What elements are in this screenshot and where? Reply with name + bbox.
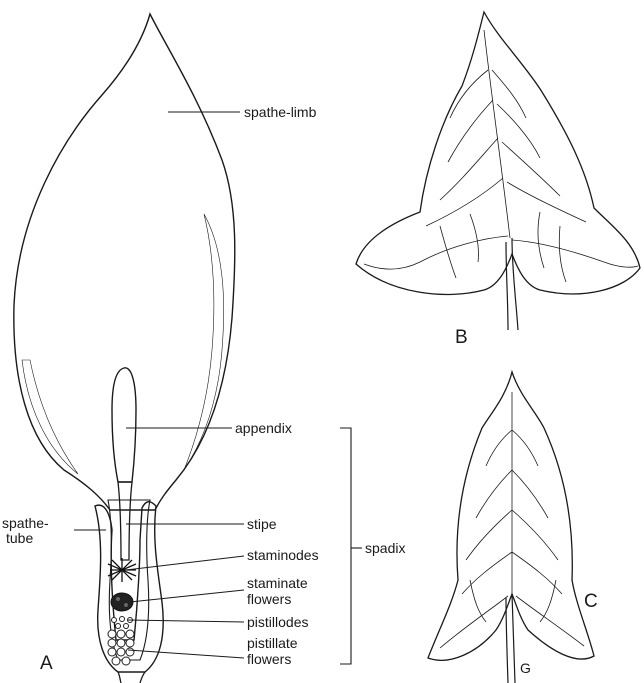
- label-staminate-line2: flowers: [247, 591, 291, 607]
- spathe-drawing: [14, 14, 235, 683]
- label-pistillodes: pistillodes: [247, 614, 308, 630]
- leaf-b: [356, 12, 640, 330]
- label-pistillate-line2: flowers: [247, 651, 291, 667]
- label-staminodes: staminodes: [247, 547, 319, 563]
- leaf-c: [428, 372, 594, 683]
- spathe-limb-shape: [14, 14, 235, 510]
- appendix-shape: [112, 368, 136, 482]
- label-staminate-line1: staminate: [247, 575, 308, 591]
- label-spathe-tube-line2: tube: [6, 530, 33, 546]
- label-stipe: stipe: [247, 516, 277, 532]
- label-appendix: appendix: [235, 420, 292, 436]
- stipe-shape: [118, 482, 132, 560]
- panel-label-a: A: [40, 653, 53, 674]
- panel-label-c: C: [584, 591, 598, 612]
- label-spathe-limb: spathe-limb: [244, 104, 317, 120]
- label-pistillate-line1: pistillate: [247, 635, 298, 651]
- label-spadix: spadix: [365, 540, 405, 556]
- label-spathe-tube-line1: spathe-: [2, 515, 49, 531]
- staminate-flowers-shape: [111, 593, 133, 611]
- panel-c-stem-mark: G: [520, 660, 531, 676]
- leader-lines: [74, 112, 362, 664]
- panel-label-b: B: [455, 327, 468, 348]
